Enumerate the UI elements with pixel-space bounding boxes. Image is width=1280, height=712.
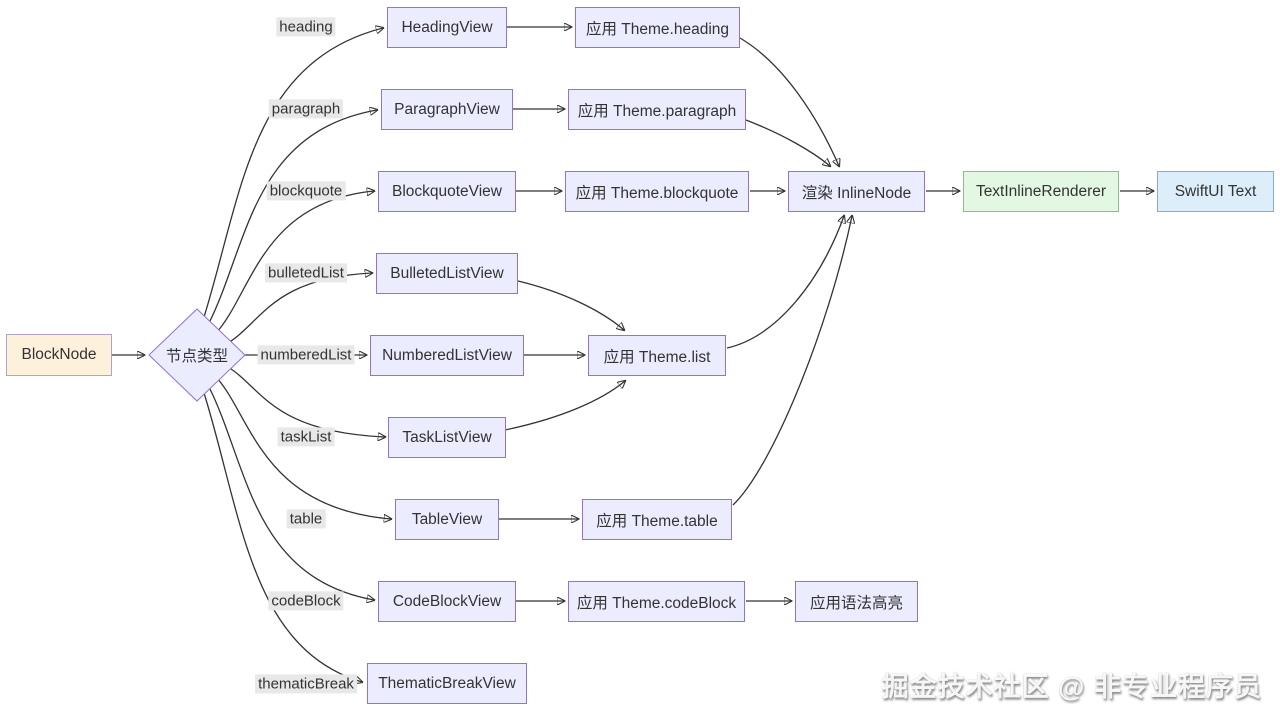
decision-label: 节点类型 xyxy=(165,348,229,365)
node-bulleted-list-view: BulletedListView xyxy=(376,253,518,294)
node-task-list-view: TaskListView xyxy=(388,417,506,458)
edge-label-paragraph: paragraph xyxy=(268,99,344,119)
edge-label-blockquote: blockquote xyxy=(266,181,346,201)
edge-decision-thematicbreakview xyxy=(203,392,362,682)
edge-decision-blockquoteview xyxy=(216,191,374,333)
edge-label-numbered-list: numberedList xyxy=(257,345,355,365)
decision-diamond xyxy=(148,308,246,402)
node-theme-heading: 应用 Theme.heading xyxy=(575,7,740,48)
node-numbered-list-view: NumberedListView xyxy=(370,335,524,376)
edge-decision-tableview xyxy=(216,377,391,519)
edge-themetable-inline xyxy=(732,216,852,506)
node-heading-view: HeadingView xyxy=(387,7,507,48)
edge-bulletedlistview-themelist xyxy=(517,280,624,330)
edge-themeheading-inline xyxy=(739,37,839,166)
node-theme-paragraph: 应用 Theme.paragraph xyxy=(568,89,746,130)
edge-label-table: table xyxy=(286,509,326,529)
node-block-node: BlockNode xyxy=(6,334,112,376)
node-swiftui-text: SwiftUI Text xyxy=(1157,171,1274,212)
node-syntax-highlight: 应用语法高亮 xyxy=(795,581,918,622)
edge-tasklistview-themelist xyxy=(504,381,625,431)
edge-decision-bulletedlistview xyxy=(227,273,372,344)
node-text-inline-renderer: TextInlineRenderer xyxy=(963,171,1119,212)
edge-label-code-block: codeBlock xyxy=(268,591,344,611)
edge-label-bulleted-list: bulletedList xyxy=(265,263,347,283)
edge-label-heading: heading xyxy=(276,17,336,37)
node-thematic-break-view: ThematicBreakView xyxy=(367,663,527,704)
node-blockquote-view: BlockquoteView xyxy=(378,171,516,212)
edge-decision-headingview xyxy=(203,28,383,318)
node-render-inline-node: 渲染 InlineNode xyxy=(788,171,925,212)
edge-themelist-inline xyxy=(726,216,844,349)
node-theme-blockquote: 应用 Theme.blockquote xyxy=(565,171,749,212)
node-theme-code-block: 应用 Theme.codeBlock xyxy=(568,581,745,622)
edge-decision-tasklistview xyxy=(227,366,385,437)
edge-themeparagraph-inline xyxy=(745,119,830,166)
node-code-block-view: CodeBlockView xyxy=(378,581,516,622)
edge-label-thematic-break: thematicBreak xyxy=(255,674,357,694)
node-theme-table: 应用 Theme.table xyxy=(582,499,732,540)
watermark-text: 掘金技术社区 @ 非专业程序员 xyxy=(881,672,1262,702)
node-table-view: TableView xyxy=(395,499,499,540)
edge-label-task-list: taskList xyxy=(277,427,335,447)
edge-decision-paragraphview xyxy=(208,110,377,324)
node-theme-list: 应用 Theme.list xyxy=(588,335,726,376)
edge-decision-codeblockview xyxy=(208,386,374,600)
node-paragraph-view: ParagraphView xyxy=(381,89,513,130)
